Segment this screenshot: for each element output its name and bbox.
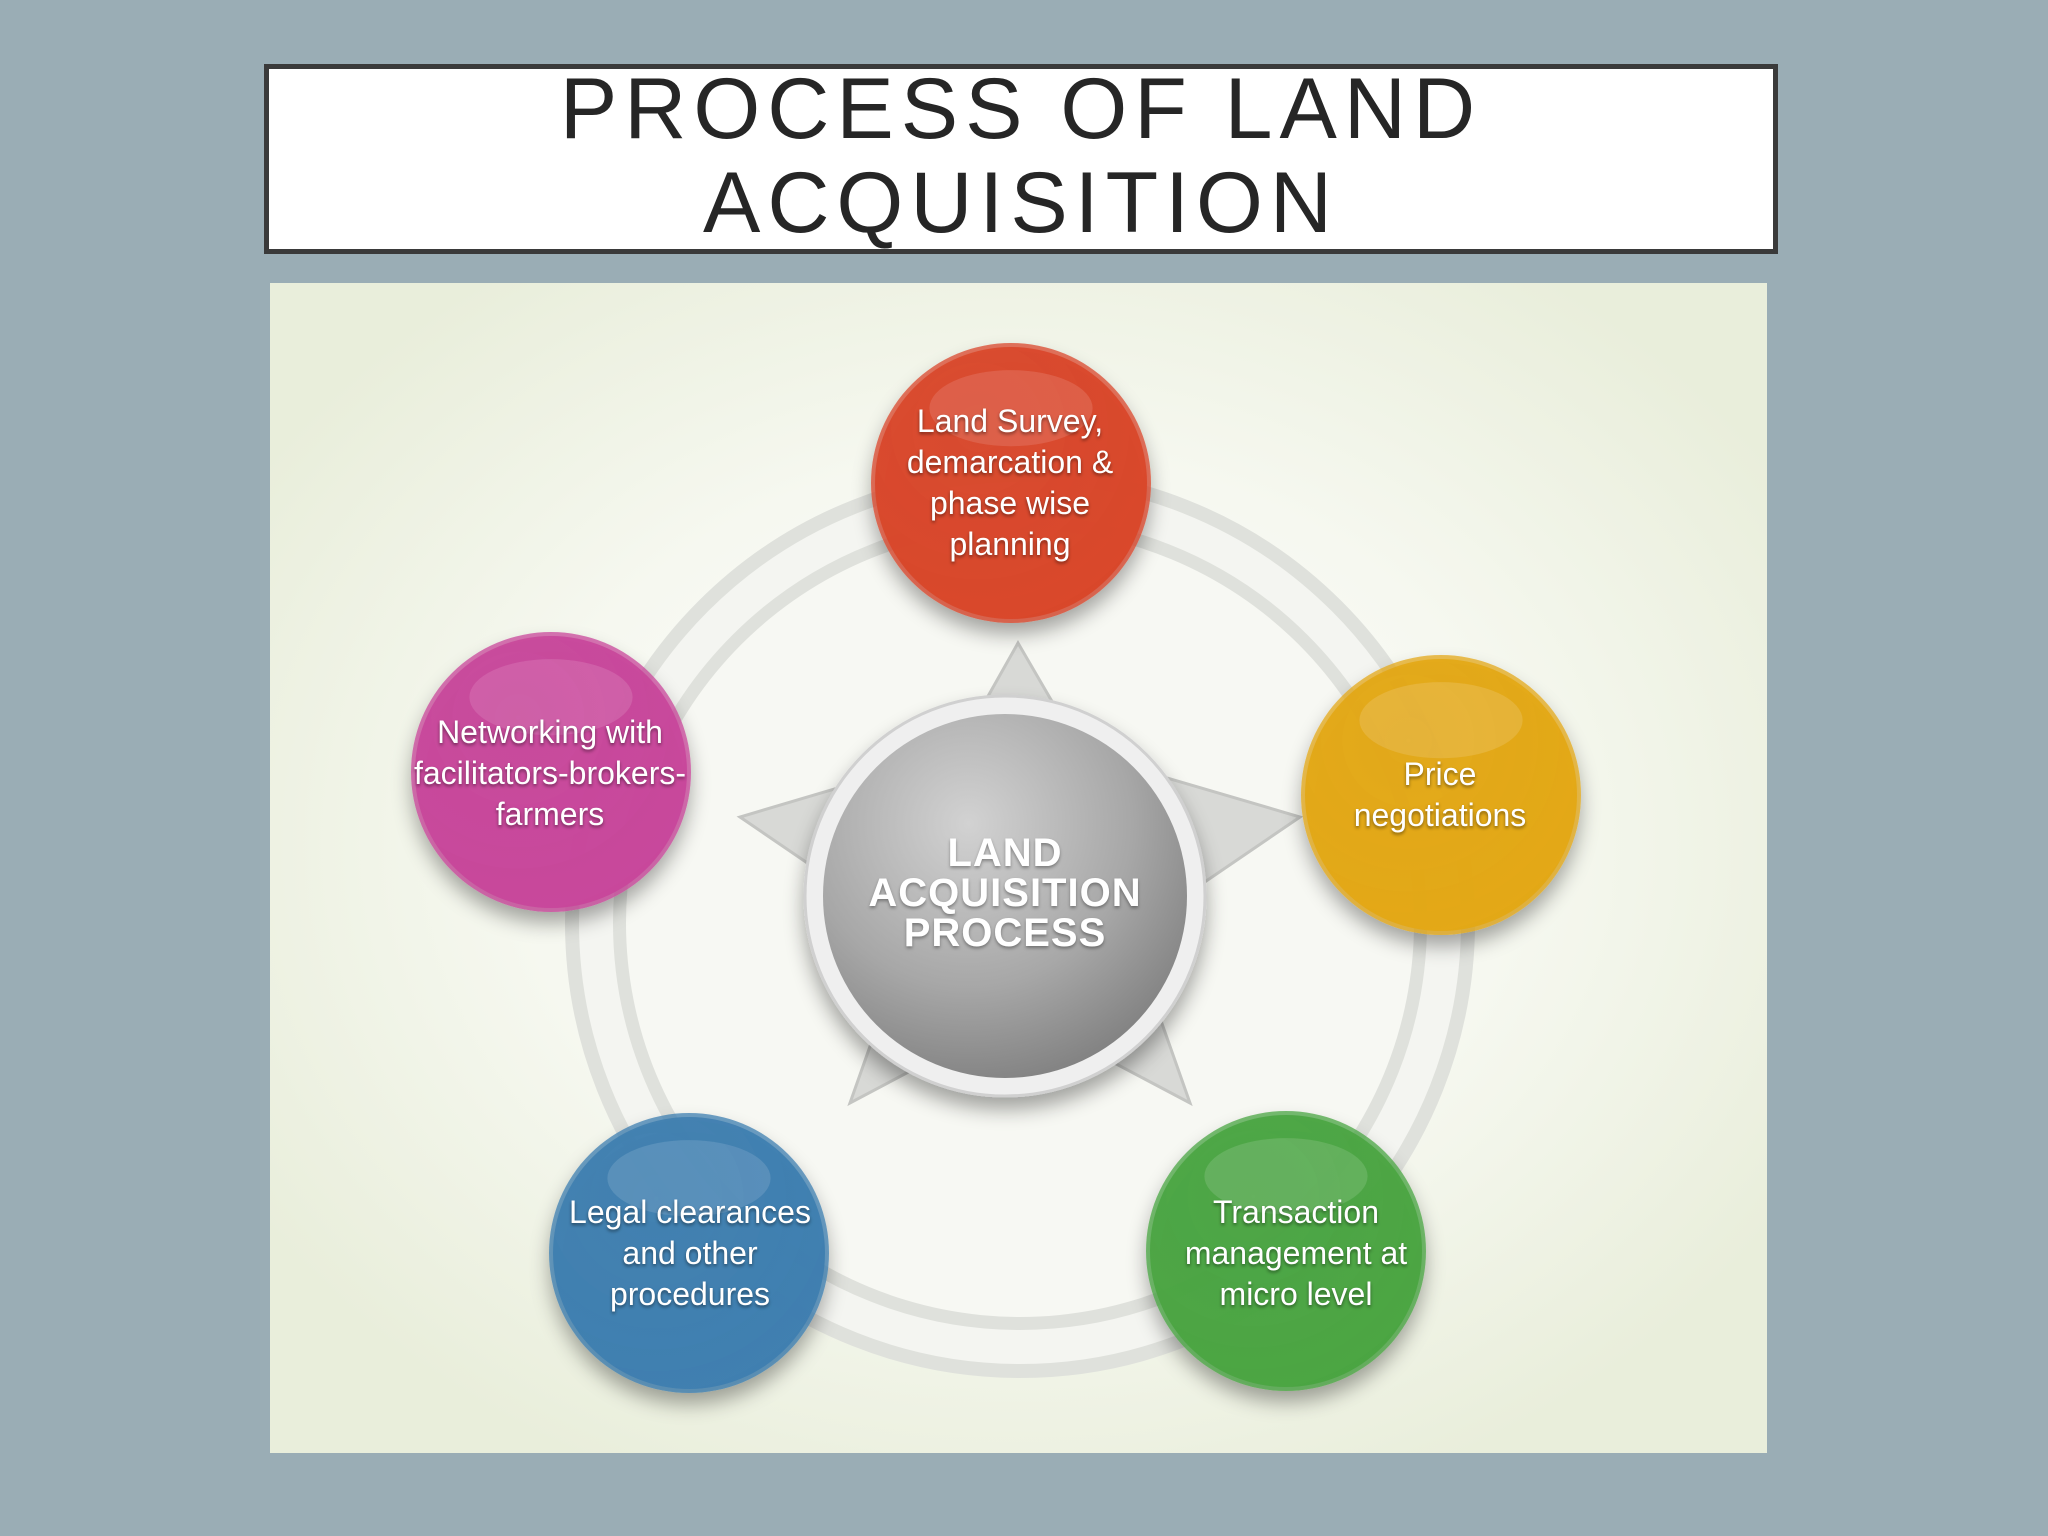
slide-title: PROCESS OF LAND ACQUISITION bbox=[559, 61, 1483, 251]
step-label-legal: Legal clearances and other procedures bbox=[569, 1193, 811, 1312]
step-label-survey: Land Survey, demarcation & phase wise pl… bbox=[906, 403, 1114, 562]
step-node-networking bbox=[411, 632, 691, 912]
step-node-survey bbox=[871, 343, 1151, 623]
center-node-label: LAND ACQUISITION PROCESS bbox=[868, 831, 1142, 955]
step-label-price: Price negotiations bbox=[1353, 756, 1527, 833]
slide-title-box: PROCESS OF LAND ACQUISITION bbox=[264, 61, 1778, 254]
cycle-diagram: LAND ACQUISITION PROCESS Land Survey, de… bbox=[270, 283, 1767, 1453]
step-node-price bbox=[1301, 655, 1581, 935]
center-node bbox=[803, 694, 1207, 1098]
diagram-graphics bbox=[270, 283, 1767, 1453]
step-nodes bbox=[411, 343, 1581, 1393]
step-label-networking: Networking with facilitators-brokers-far… bbox=[413, 713, 687, 832]
step-node-legal bbox=[549, 1113, 829, 1393]
step-node-transaction bbox=[1146, 1111, 1426, 1391]
step-label-transaction: Transaction management at micro level bbox=[1184, 1193, 1408, 1312]
